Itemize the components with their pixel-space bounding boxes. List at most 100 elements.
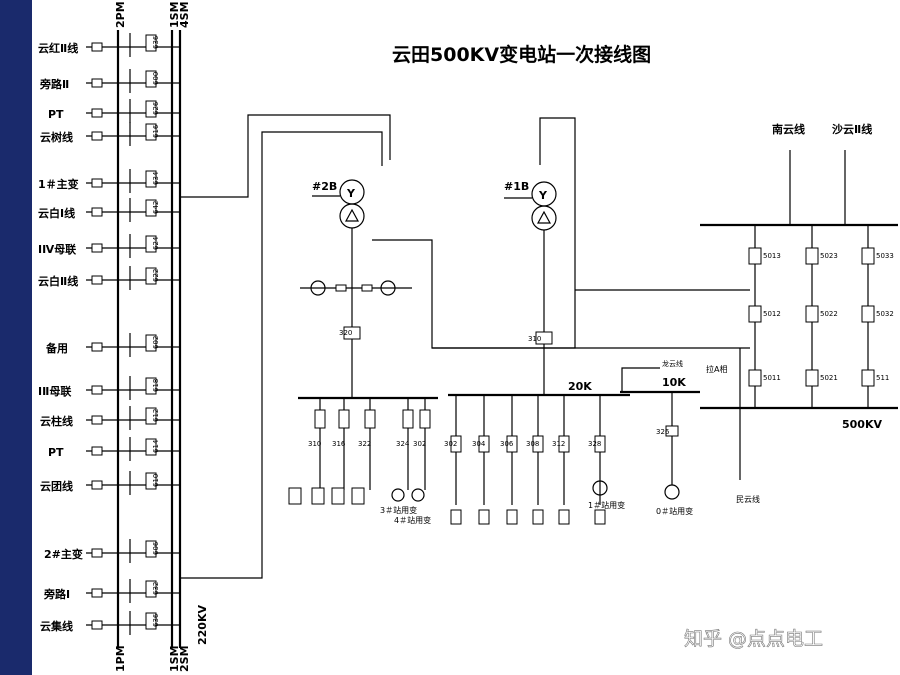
feeder-label: ⅠⅡ母联 — [38, 384, 71, 398]
transformer-label-1b: #1B — [504, 180, 529, 193]
breaker-label: 328 — [588, 440, 601, 448]
station-3-xfmr — [391, 488, 405, 502]
capacitor-bank — [351, 487, 365, 505]
feeder-ct — [91, 131, 103, 141]
feeder-ct — [91, 480, 103, 490]
breaker-label: 5033 — [876, 252, 894, 260]
breaker-label: 324 — [396, 440, 410, 448]
t2-fuse — [361, 284, 373, 292]
bay-breaker — [145, 540, 157, 558]
feeder-ct — [91, 42, 103, 52]
lv-breaker — [558, 435, 570, 453]
lv-breaker — [364, 409, 376, 429]
feeder-label: 云树线 — [40, 130, 73, 144]
breaker-label: 306 — [500, 440, 514, 448]
feeder-label: ⅠⅣ母联 — [38, 242, 76, 256]
breaker-label: 310 — [528, 335, 541, 343]
feeder-ct — [91, 178, 103, 188]
breaker-310 — [535, 331, 553, 345]
breaker-label: 304 — [472, 440, 486, 448]
bus-label-2pm: 2PM — [114, 1, 127, 28]
breaker-label: 302 — [413, 440, 426, 448]
feeder-ct — [91, 588, 103, 598]
bay-breaker — [145, 580, 157, 598]
breaker-label: 310 — [308, 440, 321, 448]
bay-breaker — [145, 377, 157, 395]
breaker-label: 600 — [152, 72, 160, 85]
breaker-label: 642 — [152, 201, 160, 214]
feeder-label: 云白Ⅱ线 — [38, 274, 78, 288]
lv-breaker — [402, 409, 414, 429]
bay-breaker — [145, 235, 157, 253]
breaker-label: 5011 — [763, 374, 781, 382]
line-label-minyun: 民云线 — [736, 494, 760, 504]
watermark: 知乎 @点点电工 — [684, 628, 823, 650]
left-feeder-labels: 云红Ⅱ线 旁路Ⅱ PT 云树线 1＃主变 云白Ⅰ线 ⅠⅣ母联 云白Ⅱ线 备用 Ⅰ… — [38, 41, 83, 633]
feeder-label: 旁路Ⅰ — [43, 587, 70, 601]
feeder-ct — [91, 385, 103, 395]
line-label-la: 拉A相 — [706, 364, 727, 374]
line-label-nanyun: 南云线 — [772, 122, 805, 136]
breaker-label: 316 — [332, 440, 346, 448]
breaker-label: 634 — [152, 171, 160, 185]
bay-breaker — [145, 100, 157, 118]
hv-breaker — [805, 305, 819, 323]
feeder-label: 云红Ⅱ线 — [38, 41, 78, 55]
station-4-xfmr — [411, 488, 425, 502]
t1-y-symbol: Y — [538, 189, 548, 202]
lv-breaker — [338, 409, 350, 429]
feeder-ct — [91, 415, 103, 425]
hv-breaker — [748, 247, 762, 265]
feeder-ct — [91, 78, 103, 88]
bay-breaker — [145, 438, 157, 456]
station-label: 1＃站用变 — [588, 500, 625, 510]
breaker-label: 626 — [152, 101, 160, 115]
bus-label-2sm: 2SM — [178, 645, 191, 672]
breaker-label: 5013 — [763, 252, 781, 260]
voltage-220kv: 220KV — [196, 605, 209, 645]
bay-breaker — [145, 123, 157, 141]
feeder-label: 云集线 — [40, 619, 73, 633]
lv-breaker — [532, 435, 544, 453]
feeder-label: 云柱线 — [40, 414, 73, 428]
bus-label-10k: 10K — [662, 376, 686, 389]
breaker-label: 606 — [152, 541, 160, 555]
bay-breaker — [145, 34, 157, 52]
bay-breaker — [145, 334, 157, 352]
feeder-ct — [91, 108, 103, 118]
lv-breaker — [419, 409, 431, 429]
lv-breaker — [594, 435, 606, 453]
feeder-ct — [91, 446, 103, 456]
breaker-label: 322 — [358, 440, 371, 448]
hv-breaker — [861, 247, 875, 265]
bus-label-20k: 20K — [568, 380, 592, 393]
bay-breaker — [145, 612, 157, 630]
diagram-title: 云田500KV变电站一次接线图 — [392, 43, 651, 66]
hv-breaker — [748, 305, 762, 323]
line-label-shayun: 沙云Ⅱ线 — [832, 122, 872, 136]
feeder-label: PT — [48, 108, 64, 121]
bay-breaker — [145, 70, 157, 88]
breaker-label: 320 — [339, 329, 352, 337]
lv-breaker — [506, 435, 518, 453]
breaker-label: 326 — [656, 428, 670, 436]
bus-label-4sm: 4SM — [178, 1, 191, 28]
feeder-ct — [91, 243, 103, 253]
bay-breaker — [145, 170, 157, 188]
station-0-xfmr — [664, 484, 680, 500]
breaker-label: 610 — [152, 474, 160, 487]
station-label: 0＃站用变 — [656, 506, 693, 516]
breaker-label: 5022 — [820, 310, 838, 318]
breaker-label: 636 — [152, 35, 160, 49]
breaker-label: 618 — [152, 379, 160, 392]
hv-breaker — [861, 369, 875, 387]
breaker-label: 308 — [526, 440, 539, 448]
breaker-label: 5021 — [820, 374, 838, 382]
feeder-label: 云团线 — [40, 479, 73, 493]
lv-breaker — [314, 409, 326, 429]
feeder-bays: 6366006266166346426246226026186126146106… — [86, 33, 180, 635]
t2-hv-line — [180, 114, 391, 198]
